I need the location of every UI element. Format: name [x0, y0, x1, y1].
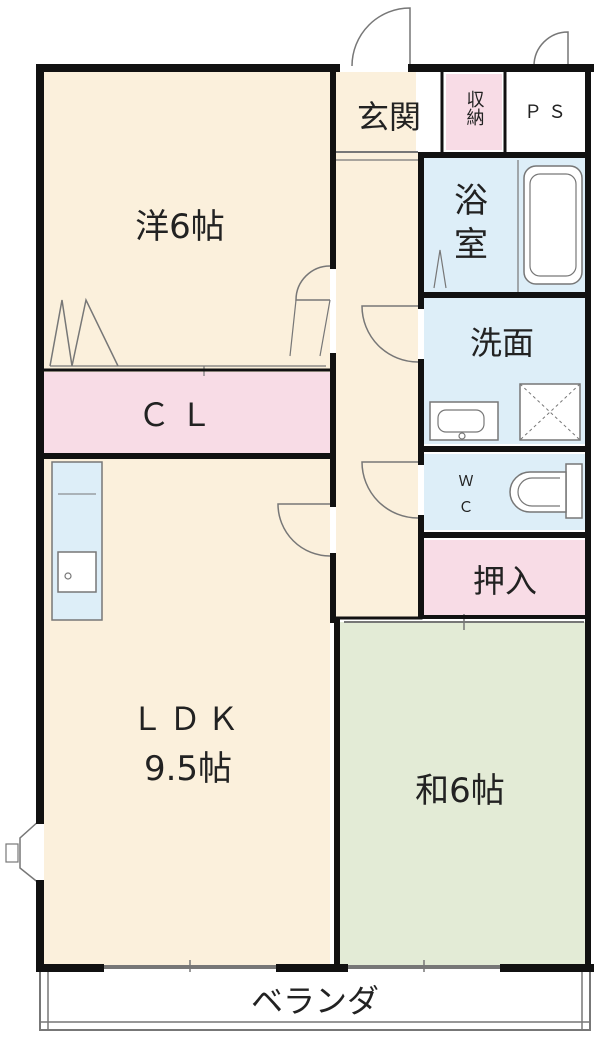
label-washroom: 洗面 — [470, 324, 534, 362]
toilet-door — [361, 461, 419, 519]
label-pipe-space: ＰＳ — [524, 102, 572, 123]
kitchen-counter — [51, 461, 103, 621]
western-room-door — [295, 265, 331, 301]
oshiire-floor — [424, 540, 586, 616]
closet-floor — [44, 372, 330, 454]
label-toilet-1: Ｗ — [458, 472, 473, 490]
pipe-space-door — [533, 31, 569, 67]
entrance-door — [351, 7, 411, 67]
label-ldk-1: ＬＤＫ — [131, 700, 245, 738]
label-storage-1: 収納 — [464, 90, 485, 126]
bathtub — [523, 165, 583, 285]
entrance-floor — [336, 72, 416, 152]
label-bathroom-2: 室 — [454, 225, 488, 265]
balcony-area — [39, 967, 591, 1031]
label-oshiire: 押入 — [473, 562, 537, 600]
toilet-bowl — [509, 471, 567, 513]
label-western-room: 洋6帖 — [135, 207, 225, 247]
label-bathroom-1: 浴 — [454, 181, 488, 221]
japanese-room-floor — [340, 622, 586, 966]
hall-floor — [336, 152, 418, 618]
label-toilet-2: Ｃ — [458, 498, 473, 516]
pipe-space-floor — [508, 74, 588, 150]
walls — [36, 64, 594, 972]
western-room-floor — [44, 72, 330, 372]
toilet-tank — [565, 463, 583, 519]
kitchen-sink — [57, 551, 97, 593]
label-closet: ＣＬ — [138, 396, 222, 434]
washroom-door — [361, 305, 419, 363]
storage-floor — [446, 74, 502, 150]
label-ldk-2: 9.5帖 — [144, 749, 232, 789]
label-balcony: ベランダ — [251, 982, 379, 1020]
label-japanese-room: 和6帖 — [415, 771, 505, 811]
bay-window — [19, 819, 41, 885]
label-entrance: 玄関 — [357, 98, 421, 136]
ldk-door — [277, 503, 331, 557]
